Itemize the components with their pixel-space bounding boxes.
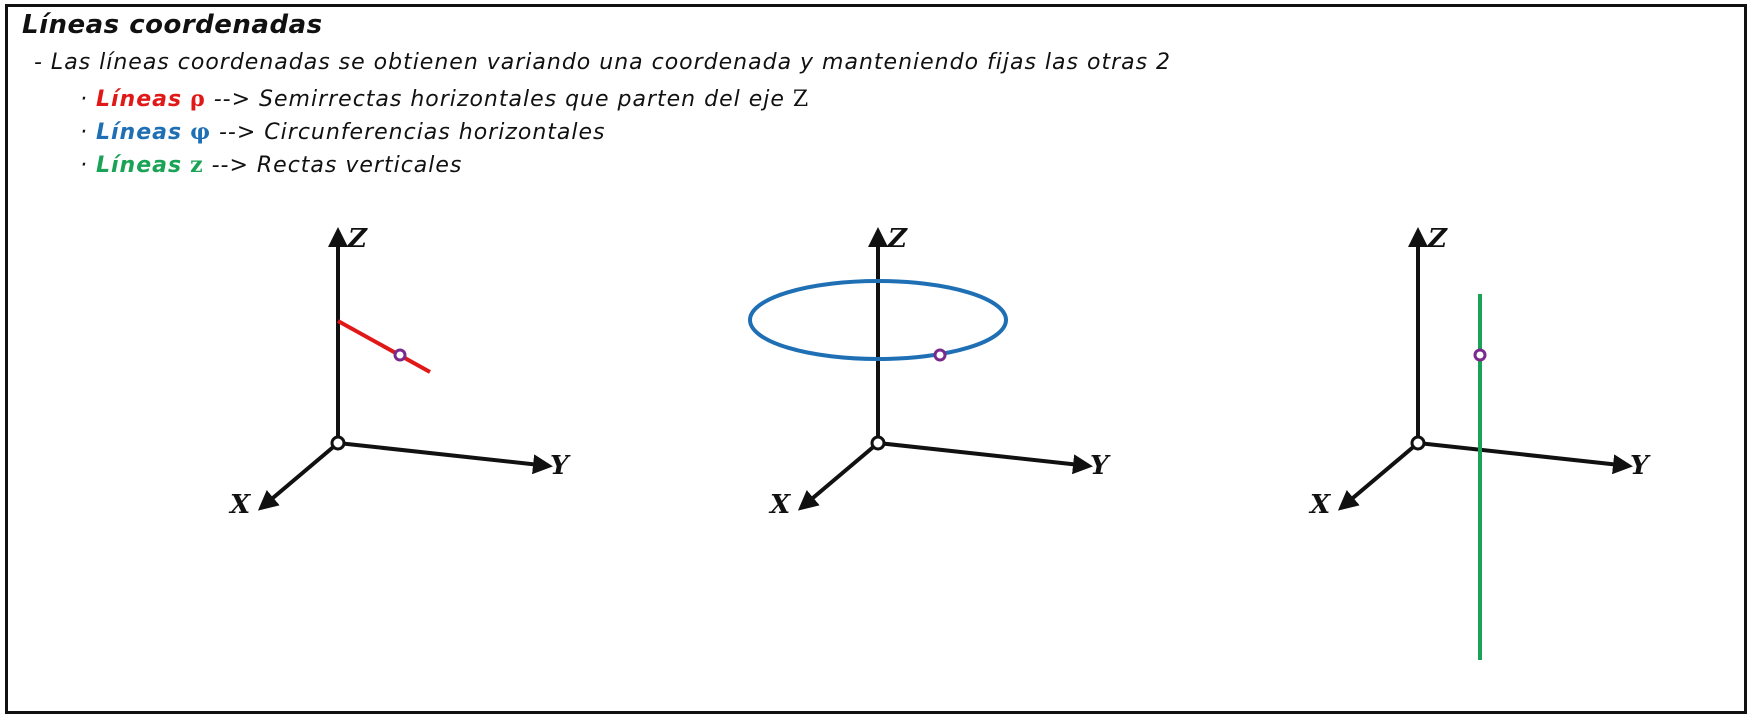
x-axis [1337,441,1420,511]
z-symbol: z [190,152,204,178]
diagram-z: Z Y X [1308,224,1651,660]
origin-point [330,435,346,451]
z-description: --> Rectas verticales [203,153,463,178]
rho-line [337,319,431,374]
x-axis-label: X [228,490,252,520]
diagram-rho: Z Y X [228,224,571,520]
sample-point [393,348,407,362]
x-axis-label: X [768,490,792,520]
bullet-phi: · Líneas φ --> Circunferencias horizontal… [80,119,605,145]
z-axis-label: Z [887,224,908,254]
phi-label: Líneas [96,120,183,145]
phi-circle [748,279,1008,361]
intro-text: - Las líneas coordenadas se obtienen var… [34,50,1172,75]
x-axis [257,441,340,511]
bullet-rho: · Líneas ρ --> Semirrectas horizontales q… [80,86,809,112]
origin-point [1410,435,1426,451]
y-axis-label: Y [1630,451,1651,481]
y-axis [877,441,1093,475]
bullet-dot: · [80,87,88,112]
page-title: Líneas coordenadas [22,10,323,40]
bullet-z: · Líneas z --> Rectas verticales [80,152,462,178]
rho-axis-name: Z [792,87,810,112]
origin-point [870,435,886,451]
bullet-dot: · [80,120,88,145]
sample-point [933,348,947,362]
z-axis-label: Z [1427,224,1448,254]
phi-symbol: φ [190,119,211,145]
z-axis-label: Z [347,224,368,254]
rho-symbol: ρ [190,86,206,112]
y-axis-label: Y [550,451,571,481]
sample-point [1473,348,1487,362]
bullet-dot: · [80,153,88,178]
phi-description: --> Circunferencias horizontales [211,120,606,145]
diagram-phi: Z Y X [748,224,1111,520]
y-axis [1417,441,1633,475]
z-label: Líneas [96,153,183,178]
x-axis [797,441,880,511]
rho-label: Líneas [96,87,183,112]
x-axis-label: X [1308,490,1332,520]
y-axis-label: Y [1090,451,1111,481]
y-axis [337,441,553,475]
rho-description: --> Semirrectas horizontales que parten … [205,87,793,112]
